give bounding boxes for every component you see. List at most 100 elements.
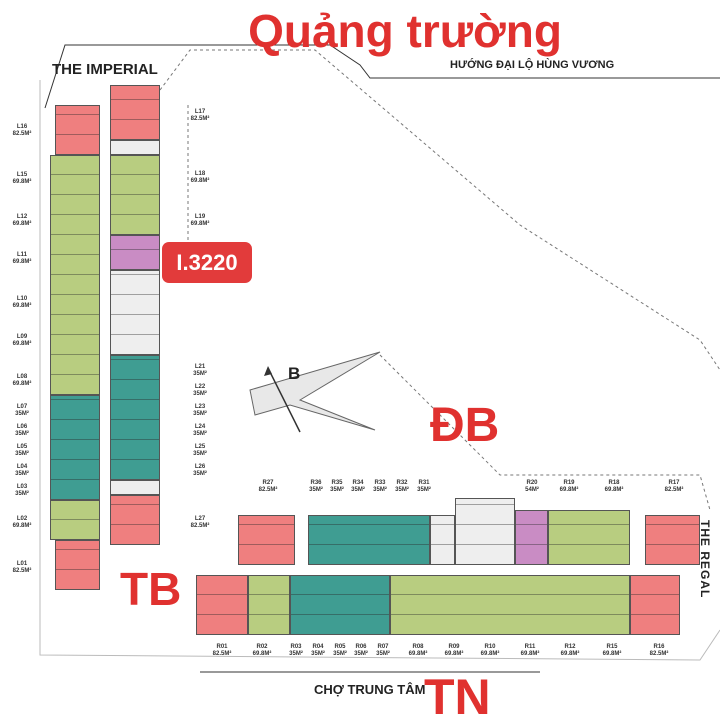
unit-area: 82.5M² (190, 523, 210, 529)
unit-id: R32 (396, 480, 408, 486)
unit-area: 82.5M² (12, 568, 32, 574)
unit-area: 35M² (193, 391, 207, 397)
unit-id: R04 (312, 644, 324, 650)
unit-id: L02 (16, 516, 28, 522)
unit-id: R11 (524, 644, 536, 650)
unit-area: 54M² (525, 487, 539, 493)
unit-area: 35M² (333, 651, 347, 657)
unit-id: R08 (412, 644, 424, 650)
unit-block (110, 270, 160, 355)
unit-area: 82.5M² (212, 651, 232, 657)
unit-area: 69.8M² (520, 651, 540, 657)
unit-area: 69.8M² (444, 651, 464, 657)
unit-block (430, 515, 455, 565)
unit-id: R03 (290, 644, 302, 650)
unit-area: 35M² (289, 651, 303, 657)
unit-id: L11 (16, 252, 27, 258)
unit-area: 69.8M² (12, 381, 32, 387)
unit-area: 82.5M² (190, 116, 210, 122)
unit-id: L06 (16, 424, 28, 430)
unit-id: R36 (310, 480, 322, 486)
unit-block (110, 85, 160, 140)
unit-area: 69.8M² (12, 523, 32, 529)
unit-id: R01 (216, 644, 228, 650)
unit-block (110, 355, 160, 480)
unit-area: 69.8M² (560, 651, 580, 657)
unit-id: R35 (331, 480, 343, 486)
unit-area: 69.8M² (604, 487, 624, 493)
unit-id: L21 (194, 364, 206, 370)
unit-block (110, 495, 160, 545)
unit-block (548, 510, 630, 565)
unit-area: 35M² (417, 487, 431, 493)
unit-id: L27 (194, 516, 206, 522)
unit-area: 69.8M² (12, 259, 32, 265)
unit-id: R18 (608, 480, 620, 486)
unit-id: L17 (194, 109, 206, 115)
unit-id: L16 (16, 124, 28, 130)
unit-id: L01 (16, 561, 28, 567)
unit-id: L15 (16, 172, 28, 178)
unit-id: L25 (194, 444, 206, 450)
unit-area: 82.5M² (649, 651, 669, 657)
direction-south: TN (424, 669, 491, 725)
unit-area: 69.8M² (12, 221, 32, 227)
unit-area: 35M² (309, 487, 323, 493)
unit-block (110, 480, 160, 495)
road-label: HƯỚNG ĐẠI LỘ HÙNG VƯƠNG (450, 59, 615, 71)
unit-area: 35M² (351, 487, 365, 493)
unit-block (110, 155, 160, 235)
unit-id: R02 (256, 644, 268, 650)
unit-area: 35M² (193, 431, 207, 437)
unit-area: 35M² (376, 651, 390, 657)
unit-id: R31 (418, 480, 430, 486)
direction-northwest: TB (120, 563, 182, 615)
unit-area: 69.8M² (602, 651, 622, 657)
unit-area: 69.8M² (12, 303, 32, 309)
unit-area: 69.8M² (12, 179, 32, 185)
unit-id: R07 (377, 644, 389, 650)
unit-area: 69.8M² (480, 651, 500, 657)
unit-area: 35M² (311, 651, 325, 657)
unit-block (308, 515, 430, 565)
unit-id: R05 (334, 644, 346, 650)
unit-area: 35M² (395, 487, 409, 493)
unit-area: 82.5M² (258, 487, 278, 493)
unit-block (248, 575, 290, 635)
unit-block (196, 575, 248, 635)
unit-id: L10 (16, 296, 28, 302)
unit-block (55, 540, 100, 590)
unit-id: R12 (564, 644, 576, 650)
unit-block (630, 575, 680, 635)
unit-area: 35M² (15, 471, 29, 477)
unit-area: 35M² (193, 411, 207, 417)
unit-block (290, 575, 390, 635)
unit-id: R15 (606, 644, 618, 650)
highlight-unit-badge[interactable]: I.3220 (162, 242, 252, 283)
